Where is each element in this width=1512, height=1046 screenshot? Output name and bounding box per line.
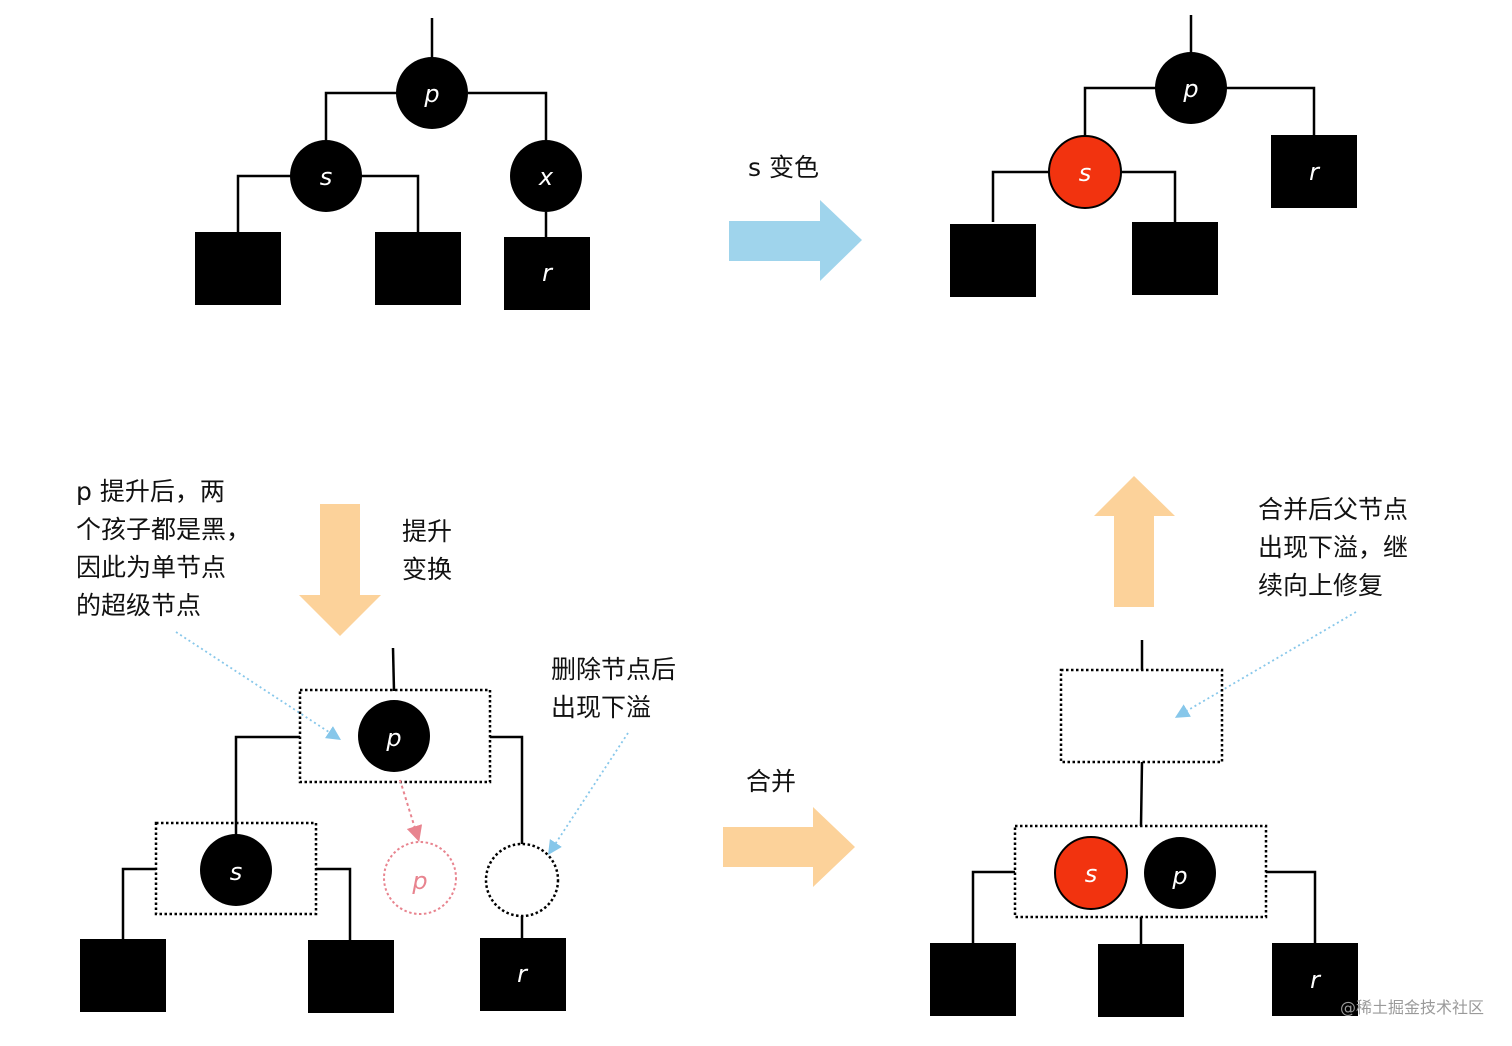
deleted-node-underflow bbox=[484, 842, 560, 918]
node-s-label: s bbox=[1079, 159, 1092, 187]
edge-s-left bbox=[236, 174, 292, 232]
merged-super-node bbox=[1013, 824, 1268, 919]
promote-arrow bbox=[299, 504, 381, 636]
node-x bbox=[510, 140, 582, 212]
edge-s-left bbox=[121, 867, 156, 939]
note-right-line: 出现下溢，继 bbox=[1258, 533, 1408, 562]
node-r-label: r bbox=[542, 259, 554, 287]
node-r-label: r bbox=[517, 960, 529, 988]
edge-root-p bbox=[391, 647, 396, 692]
panel-merged-tree-edges bbox=[971, 640, 1317, 944]
note-right-line: 合并后父节点 bbox=[1258, 495, 1408, 524]
promote-label: 提升 bbox=[402, 517, 452, 546]
node-s bbox=[200, 834, 272, 906]
recolor-arrow bbox=[729, 200, 862, 281]
node-r bbox=[504, 237, 590, 310]
note-right-line: 续向上修复 bbox=[1258, 571, 1383, 600]
ghost-node-p-label: p bbox=[411, 867, 427, 895]
ghost-node-p bbox=[383, 841, 457, 915]
edge-s-right bbox=[360, 174, 420, 232]
nil-leaf bbox=[80, 939, 166, 1012]
propagate-up-arrow bbox=[1094, 476, 1175, 607]
nil-leaf bbox=[1132, 222, 1218, 295]
note-delete-line: 删除节点后 bbox=[551, 655, 676, 684]
node-p bbox=[396, 57, 468, 129]
promote-label: 变换 bbox=[402, 555, 452, 584]
node-r-label: r bbox=[1309, 158, 1321, 186]
edge-p-s bbox=[324, 91, 398, 143]
node-r bbox=[1272, 943, 1358, 1016]
edge-p-s bbox=[1083, 86, 1156, 138]
edge-s-right bbox=[316, 867, 352, 940]
edge-p-x bbox=[468, 91, 548, 143]
node-p-label: p bbox=[423, 80, 439, 108]
edge-s-right bbox=[1120, 170, 1177, 222]
note-left-line: 的超级节点 bbox=[76, 591, 201, 620]
edge-p-x bbox=[490, 735, 524, 844]
node-s bbox=[290, 140, 362, 212]
node-r bbox=[480, 938, 566, 1011]
note-delete-line: 出现下溢 bbox=[551, 693, 651, 722]
node-s-label: s bbox=[230, 858, 243, 886]
super-node-s bbox=[154, 821, 318, 916]
note-left-line: 个孩子都是黑， bbox=[76, 515, 251, 544]
panel-original-tree bbox=[236, 18, 548, 238]
node-r bbox=[1271, 135, 1357, 208]
edge-merged-left bbox=[971, 870, 1015, 943]
nil-leaf bbox=[195, 232, 281, 305]
node-p bbox=[358, 700, 430, 772]
node-x-label: x bbox=[538, 163, 554, 191]
node-r-label: r bbox=[1310, 966, 1322, 994]
watermark: @稀土掘金技术社区 bbox=[1340, 998, 1484, 1017]
pointer-note-right bbox=[1174, 611, 1357, 718]
panel-promoted-tree-edges bbox=[121, 647, 524, 940]
merge-label: 合并 bbox=[746, 767, 796, 796]
node-p bbox=[1155, 52, 1227, 124]
nil-leaf bbox=[950, 224, 1036, 297]
pointer-note-delete bbox=[548, 732, 629, 856]
node-s-label: s bbox=[1085, 860, 1098, 888]
node-p-label: p bbox=[1171, 862, 1187, 890]
pointer-note-left bbox=[175, 631, 342, 740]
nil-leaf bbox=[1098, 944, 1184, 1017]
node-s-red bbox=[1048, 135, 1122, 209]
node-p-label: p bbox=[1182, 75, 1198, 103]
nil-leaf bbox=[375, 232, 461, 305]
note-left-line: 因此为单节点 bbox=[76, 553, 226, 582]
parent-super-node-underflow bbox=[1059, 668, 1224, 764]
edge-s-left bbox=[991, 170, 1050, 222]
super-node-p bbox=[298, 688, 492, 784]
nil-leaf bbox=[930, 943, 1016, 1016]
node-s-red bbox=[1054, 836, 1128, 910]
node-s-label: s bbox=[320, 163, 333, 191]
pointer-p-moves-down bbox=[399, 779, 423, 842]
nil-leaf bbox=[308, 940, 394, 1013]
recolor-label: s 变色 bbox=[748, 153, 819, 182]
panel-recolored-tree bbox=[991, 15, 1316, 222]
node-p-label: p bbox=[385, 724, 401, 752]
edge-p-r bbox=[1226, 86, 1316, 135]
node-p bbox=[1144, 837, 1216, 909]
merge-arrow bbox=[723, 807, 855, 887]
edge-parent-merged bbox=[1139, 761, 1144, 827]
note-left-line: p 提升后，两 bbox=[76, 477, 225, 506]
edge-p-s bbox=[234, 735, 300, 835]
edge-merged-right bbox=[1266, 870, 1317, 943]
